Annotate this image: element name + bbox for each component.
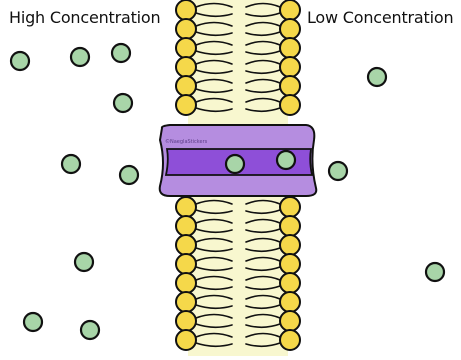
phospholipid-head: [280, 292, 300, 312]
phospholipid-head: [176, 197, 196, 217]
phospholipid-head: [176, 57, 196, 77]
high-concentration-label: High Concentration: [9, 8, 160, 27]
solute-molecule: [81, 321, 99, 339]
solute-molecule: [329, 162, 347, 180]
phospholipid-head: [280, 95, 300, 115]
solute-molecule: [120, 166, 138, 184]
phospholipid-head: [280, 197, 300, 217]
phospholipid-head: [176, 311, 196, 331]
phospholipid-head: [280, 76, 300, 96]
phospholipid-head: [280, 254, 300, 274]
artist-watermark: ©NaeglaStickers: [165, 139, 207, 145]
phospholipid-head: [280, 57, 300, 77]
phospholipid-head: [176, 235, 196, 255]
solute-molecule: [11, 52, 29, 70]
phospholipid-head: [176, 95, 196, 115]
phospholipid-head: [280, 216, 300, 236]
phospholipid-head: [280, 235, 300, 255]
solute-molecule: [226, 155, 244, 173]
phospholipid-head: [176, 76, 196, 96]
phospholipid-head: [176, 254, 196, 274]
solute-molecule: [75, 253, 93, 271]
solute-molecule: [368, 68, 386, 86]
phospholipid-head: [280, 330, 300, 350]
phospholipid-head: [176, 273, 196, 293]
phospholipid-head: [280, 0, 300, 20]
phospholipid-head: [280, 273, 300, 293]
solute-molecule: [426, 263, 444, 281]
solute-molecule: [112, 44, 130, 62]
solute-molecule: [277, 151, 295, 169]
phospholipid-head: [176, 292, 196, 312]
phospholipid-head: [176, 38, 196, 58]
solute-molecule: [62, 155, 80, 173]
low-concentration-label: Low Concentration: [307, 8, 453, 27]
phospholipid-head: [176, 0, 196, 20]
solute-molecule: [24, 313, 42, 331]
phospholipid-head: [176, 330, 196, 350]
phospholipid-head: [176, 216, 196, 236]
solute-molecule: [71, 48, 89, 66]
phospholipid-head: [280, 311, 300, 331]
phospholipid-head: [176, 19, 196, 39]
solute-molecule: [114, 94, 132, 112]
phospholipid-head: [280, 38, 300, 58]
phospholipid-head: [280, 19, 300, 39]
